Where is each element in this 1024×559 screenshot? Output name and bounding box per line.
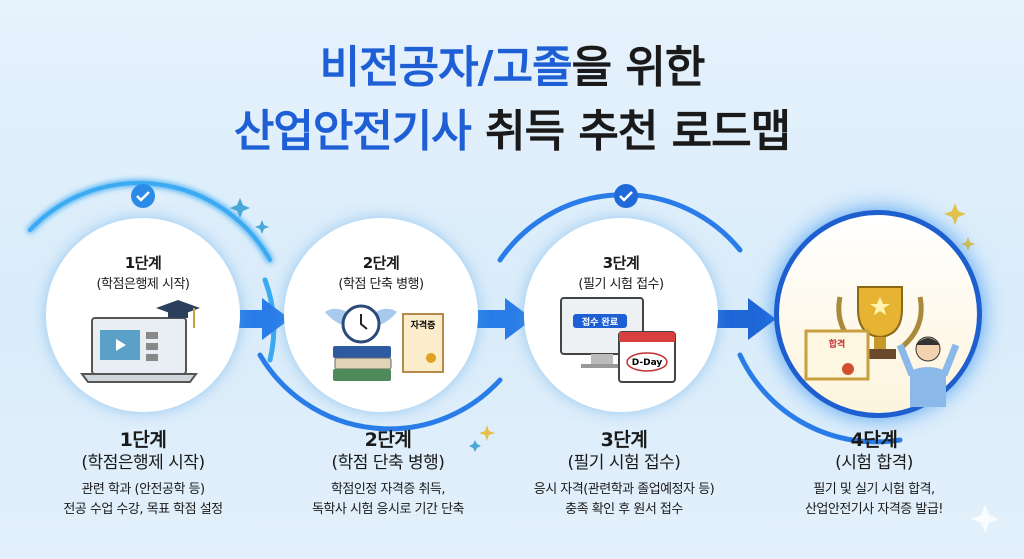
step-subtitle: (시험 합격): [835, 453, 913, 473]
title-text: 취득 추천 로드맵: [485, 106, 791, 157]
clock-books-certificate-icon: 자격증: [325, 304, 444, 381]
check-icon: [614, 184, 638, 208]
step-title: 4단계: [850, 429, 898, 451]
arrow-icon: [468, 298, 533, 340]
step-circle-2: 2단계 (학점 단축 병행) 자격증: [284, 218, 478, 412]
circle-step-subtitle: (학점 단축 병행): [338, 277, 424, 292]
check-icon: [131, 184, 155, 208]
step-circle-3: 3단계 (필기 시험 접수) 접수 완료 D-Day: [524, 218, 718, 412]
step-title: 2단계: [364, 429, 412, 451]
page-title-line1: 비전공자/고졸을 위한: [0, 40, 1024, 96]
ring-arc-4: [737, 352, 903, 445]
step-title: 3단계: [600, 429, 648, 451]
circle-step-subtitle: (필기 시험 접수): [578, 277, 664, 292]
step-desc-line: 독학사 시험 응시로 기간 단축: [311, 502, 465, 517]
ring-arc-2: [257, 352, 503, 432]
step-subtitle: (학점은행제 시작): [81, 453, 205, 473]
title-highlight: 비전공자/고졸: [319, 42, 573, 93]
title-text: 을 위한: [571, 42, 706, 93]
step-desc-line: 필기 및 실기 시험 합격,: [813, 482, 935, 497]
step-description-4: 4단계 (시험 합격) 필기 및 실기 시험 합격, 산업안전기사 자격증 발급!: [754, 428, 994, 520]
laptop-graduation-icon: [80, 300, 200, 383]
circle-step-label: 2단계: [362, 254, 400, 272]
dday-label: D-Day: [632, 358, 663, 368]
circle-step-subtitle: (학점은행제 시작): [96, 277, 191, 292]
pass-certificate-label: 합격: [829, 338, 846, 350]
page-title-line2: 산업안전기사 취득 추천 로드맵: [0, 104, 1024, 160]
step-circle-1: 1단계 (학점은행제 시작): [46, 218, 240, 412]
step-desc-line: 충족 확인 후 원서 접수: [565, 502, 683, 517]
step-desc-line: 학점인정 자격증 취득,: [330, 482, 446, 497]
step-desc-line: 산업안전기사 자격증 발급!: [804, 502, 944, 517]
step-desc-line: 관련 학과 (안전공학 등): [81, 482, 205, 497]
certificate-label: 자격증: [411, 319, 436, 331]
trophy-success-icon: 합격: [804, 286, 960, 407]
title-highlight: 산업안전기사: [233, 106, 472, 157]
circle-step-label: 3단계: [602, 254, 640, 272]
step-description-3: 3단계 (필기 시험 접수) 응시 자격(관련학과 졸업예정자 등) 충족 확인 …: [504, 428, 744, 520]
step-circle-4: 합격: [774, 210, 982, 418]
step-subtitle: (학점 단축 병행): [331, 453, 445, 473]
step-subtitle: (필기 시험 접수): [567, 453, 681, 473]
step-description-1: 1단계 (학점은행제 시작) 관련 학과 (안전공학 등) 전공 수업 수강, 목…: [23, 428, 263, 520]
monitor-calendar-icon: 접수 완료 D-Day: [560, 297, 676, 383]
step-title: 1단계: [119, 429, 167, 451]
sparkle-icon: [230, 198, 999, 533]
arrow-icon: [708, 298, 776, 340]
step-desc-line: 전공 수업 수강, 목표 학점 설정: [63, 502, 223, 517]
step-description-2: 2단계 (학점 단축 병행) 학점인정 자격증 취득, 독학사 시험 응시로 기간…: [268, 428, 508, 520]
step-desc-line: 응시 자격(관련학과 졸업예정자 등): [533, 482, 715, 497]
submit-complete-label: 접수 완료: [582, 316, 619, 328]
circle-step-label: 1단계: [124, 254, 162, 272]
